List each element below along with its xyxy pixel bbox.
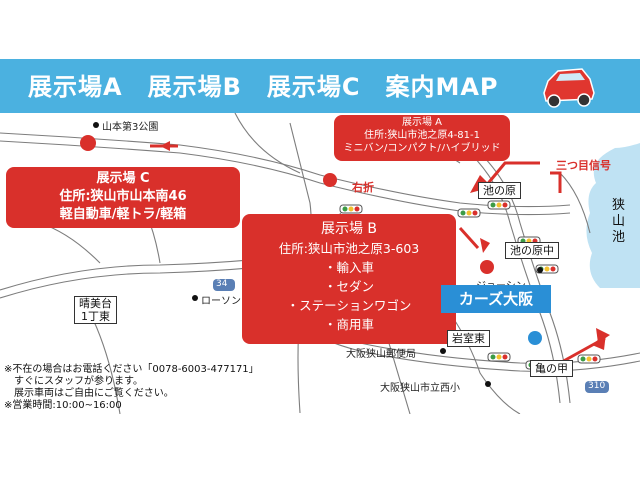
cars-osaka-marker xyxy=(528,331,542,345)
note-line: すぐにスタッフが参ります。 xyxy=(4,376,143,387)
title-banner: 展示場A 展示場B 展示場C 案内MAP xyxy=(0,59,640,113)
notes: ※不在の場合はお電話ください「0078-6003-477171」 すぐにスタッフ… xyxy=(4,364,259,412)
map-title: 展示場A 展示場B 展示場C 案内MAP xyxy=(28,73,499,101)
location-pins xyxy=(80,135,494,274)
showroom-b-item: ・ステーションワゴン xyxy=(286,298,412,313)
route-shields xyxy=(213,279,609,393)
traffic-light-icons xyxy=(93,200,601,370)
cars-osaka-label: カーズ大阪 xyxy=(441,285,551,313)
sayama-lake xyxy=(586,143,640,288)
showroom-b-address: 住所:狭山市池之原3-603 xyxy=(278,241,420,256)
school-label: 大阪狭山市立西小 xyxy=(380,383,460,394)
showroom-a-types: ミニバン/コンパクト/ハイブリッド xyxy=(343,143,501,154)
route-310-label: 310 xyxy=(588,381,606,391)
route-34-label: 34 xyxy=(216,279,228,289)
ikenohara-label: 池の原 xyxy=(478,182,521,199)
note-line: 展示車両はご自由にご覧ください。 xyxy=(4,388,174,399)
showroom-b-item: ・輸入車 xyxy=(323,260,374,275)
third-signal-label: 三つ目信号 xyxy=(556,159,611,172)
showroom-b-title: 展示場 B xyxy=(320,221,378,237)
iwamuro-higashi-label: 岩室東 xyxy=(447,330,490,347)
sayama-ike-label: 狭山池 xyxy=(612,198,626,245)
yamamoto-park-label: 山本第3公園 xyxy=(102,122,159,133)
post-office-label: 大阪狭山郵便局 xyxy=(346,349,416,360)
note-line: ※不在の場合はお電話ください「0078-6003-477171」 xyxy=(4,364,259,375)
showroom-a-address: 住所:狭山市池之原4-81-1 xyxy=(363,130,481,141)
showroom-c-callout: 展示場 C 住所:狭山市山本南46 軽自動車/軽トラ/軽箱 xyxy=(6,167,240,228)
right-turn-label: 右折 xyxy=(352,181,374,194)
ikenohara-naka-label: 池の原中 xyxy=(505,242,559,259)
car-icon xyxy=(543,68,595,108)
showroom-c-types: 軽自動車/軽トラ/軽箱 xyxy=(59,207,187,222)
kamenokou-label: 亀の甲 xyxy=(530,360,573,377)
showroom-b-item: ・商用車 xyxy=(323,317,374,332)
showroom-a-title: 展示場 A xyxy=(401,117,443,128)
showroom-b-callout: 展示場 B 住所:狭山市池之原3-603 ・輸入車 ・セダン ・ステーションワゴ… xyxy=(242,214,456,344)
harumidai-block: 1丁東 xyxy=(81,310,110,323)
showroom-a-callout: 展示場 A 住所:狭山市池之原4-81-1 ミニバン/コンパクト/ハイブリッド xyxy=(334,115,510,161)
note-line: ※営業時間:10:00~16:00 xyxy=(4,400,122,411)
harumidai-name: 晴美台 xyxy=(79,297,112,310)
lawson-label: ローソン xyxy=(201,296,241,307)
showroom-b-item: ・セダン xyxy=(323,279,374,294)
showroom-c-title: 展示場 C xyxy=(96,171,150,186)
harumidai-label: 晴美台 1丁東 xyxy=(74,296,117,324)
showroom-c-address: 住所:狭山市山本南46 xyxy=(59,189,187,204)
route-map xyxy=(0,113,640,414)
